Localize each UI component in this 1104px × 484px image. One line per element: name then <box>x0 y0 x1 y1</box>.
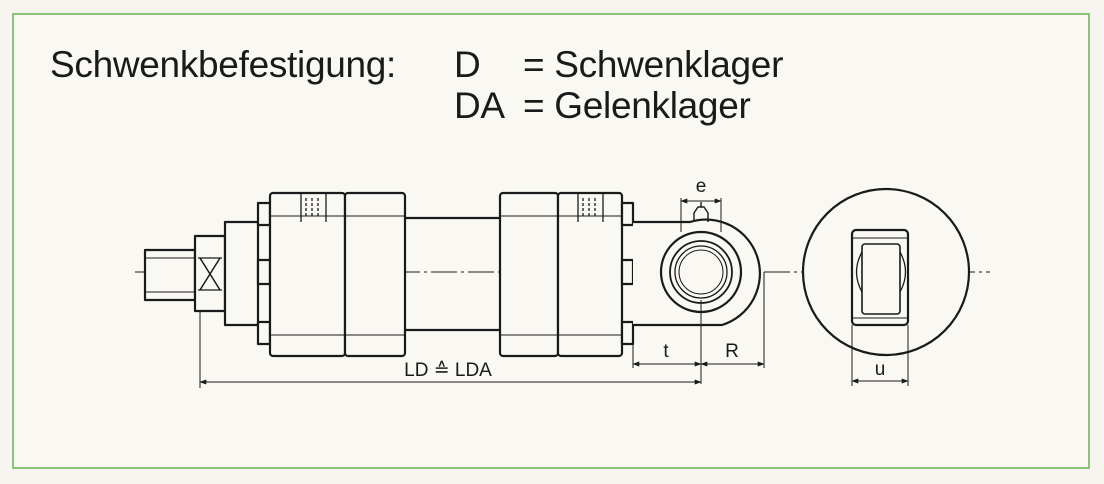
rear-head <box>498 191 624 358</box>
rear-port <box>577 193 604 222</box>
threaded-rod-end <box>143 248 197 302</box>
dimension-length-label: LD ≙ LDA <box>404 360 492 381</box>
heading-code-d: D <box>454 44 481 85</box>
heading-text-schwenklager: = Schwenklager <box>523 44 784 85</box>
dimension-u-label: u <box>875 359 886 380</box>
heading-text-gelenklager: = Gelenklager <box>523 85 751 126</box>
gland-flange <box>223 220 260 327</box>
heading-prefix: Schwenkbefestigung: <box>50 44 397 85</box>
pivot-eye <box>633 218 761 327</box>
dimension-e <box>680 198 722 232</box>
dimension-t-r <box>632 272 765 384</box>
dimension-length <box>199 312 702 388</box>
dimension-r-label: R <box>725 341 739 362</box>
cylinder-barrel <box>405 216 500 332</box>
front-port <box>300 193 327 222</box>
dimension-e-label: e <box>696 176 707 197</box>
front-tie-rod-nuts <box>256 201 272 346</box>
dimension-t-label: t <box>663 341 669 362</box>
front-head <box>268 191 407 358</box>
rear-tie-rod-nuts <box>620 201 635 346</box>
heading-code-da: DA <box>454 85 505 126</box>
dimension-u <box>851 325 909 386</box>
hex-nut <box>193 234 227 313</box>
end-view <box>801 187 971 357</box>
